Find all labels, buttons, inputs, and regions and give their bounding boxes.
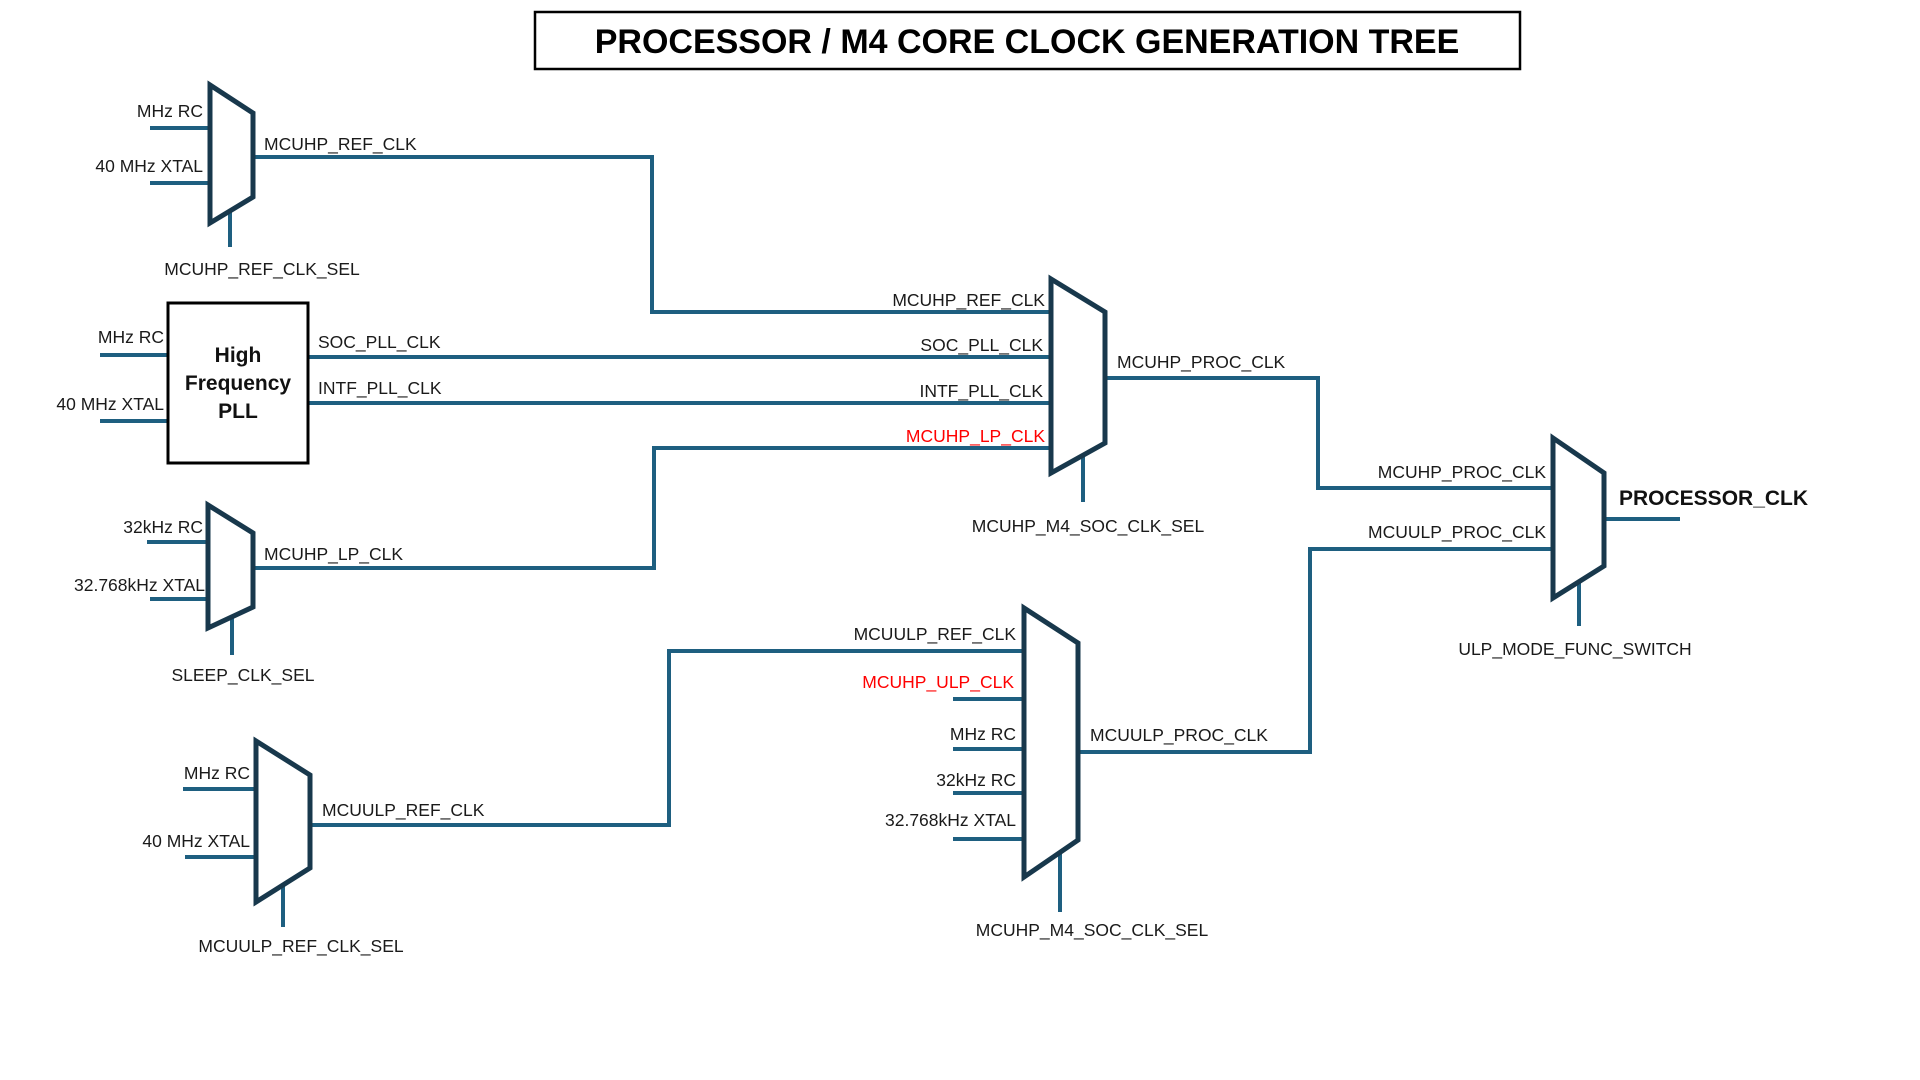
label-processor-clk: PROCESSOR_CLK (1619, 487, 1808, 510)
pll-label-line3: PLL (218, 400, 258, 423)
label-sleep-clk-sel: SLEEP_CLK_SEL (171, 665, 314, 686)
label-mcuhp-ref-clk-sel: MCUHP_REF_CLK_SEL (164, 259, 360, 280)
title-box (533, 10, 1522, 71)
label-40mhz-xtal-pll: 40 MHz XTAL (56, 394, 164, 414)
label-mcuulp-ref-clk-out: MCUULP_REF_CLK (322, 800, 485, 821)
label-mcuhp-lp-clk-out: MCUHP_LP_CLK (264, 544, 403, 565)
pll-label-line1: High (215, 344, 262, 367)
wire-mcuhp-lp-clk (253, 446, 1051, 570)
pll-label-line2: Frequency (185, 372, 292, 395)
mux-mcuhp-ref-clk (207, 80, 256, 228)
label-mcuhp-m4-soc-clk-sel-2: MCUHP_M4_SOC_CLK_SEL (976, 920, 1209, 941)
label-32khz-rc-c: 32kHz RC (123, 517, 203, 537)
label-40mhz-xtal-a: 40 MHz XTAL (95, 156, 203, 176)
label-mcuhp-ref-clk-in: MCUHP_REF_CLK (892, 290, 1045, 311)
label-mcuulp-proc-clk-out: MCUULP_PROC_CLK (1090, 725, 1268, 746)
label-intf-pll-clk-in: INTF_PLL_CLK (919, 381, 1043, 402)
label-ulp-mode-func-switch: ULP_MODE_FUNC_SWITCH (1458, 639, 1691, 660)
label-32768-xtal-c: 32.768kHz XTAL (74, 575, 205, 595)
label-32768-xtal-e: 32.768kHz XTAL (885, 810, 1016, 830)
label-mhz-rc-pll: MHz RC (98, 327, 164, 347)
label-soc-pll-clk-in: SOC_PLL_CLK (920, 335, 1043, 356)
mux-sleep-clk (205, 500, 256, 632)
page-title: PROCESSOR / M4 CORE CLOCK GENERATION TRE… (595, 23, 1460, 61)
label-mcuhp-ref-clk-out: MCUHP_REF_CLK (264, 134, 417, 155)
mux-mcuulp-proc-clk (1021, 603, 1081, 882)
mux-mcuulp-ref-clk (253, 736, 313, 907)
label-mcuulp-ref-clk-in: MCUULP_REF_CLK (854, 624, 1017, 645)
label-mcuhp-lp-clk-in: MCUHP_LP_CLK (906, 426, 1045, 447)
wire-mcuhp-proc-clk (1105, 376, 1553, 490)
label-mcuulp-proc-clk-in: MCUULP_PROC_CLK (1368, 522, 1546, 543)
label-soc-pll-clk-out: SOC_PLL_CLK (318, 332, 441, 353)
wire-mcuhp-ref-clk (253, 155, 1051, 314)
label-mcuhp-ulp-clk-in: MCUHP_ULP_CLK (862, 672, 1014, 693)
label-mcuhp-proc-clk-in: MCUHP_PROC_CLK (1378, 462, 1547, 483)
wire-mcuulp-proc-clk (1078, 547, 1553, 754)
label-mcuhp-m4-soc-clk-sel: MCUHP_M4_SOC_CLK_SEL (972, 516, 1205, 537)
label-mhz-rc-a: MHz RC (137, 101, 203, 121)
label-mhz-rc-d: MHz RC (184, 763, 250, 783)
label-mhz-rc-e: MHz RC (950, 724, 1016, 744)
label-mcuulp-ref-clk-sel: MCUULP_REF_CLK_SEL (198, 936, 403, 957)
wire-mcuulp-ref-clk (310, 649, 1024, 827)
high-frequency-pll-block (166, 301, 310, 465)
mux-mcuhp-proc-clk (1048, 274, 1108, 478)
label-40mhz-xtal-d: 40 MHz XTAL (142, 831, 250, 851)
label-32khz-rc-e: 32kHz RC (936, 770, 1016, 790)
label-intf-pll-clk-out: INTF_PLL_CLK (318, 378, 442, 399)
label-mcuhp-proc-clk-out: MCUHP_PROC_CLK (1117, 352, 1286, 373)
mux-processor-clk (1550, 433, 1607, 603)
